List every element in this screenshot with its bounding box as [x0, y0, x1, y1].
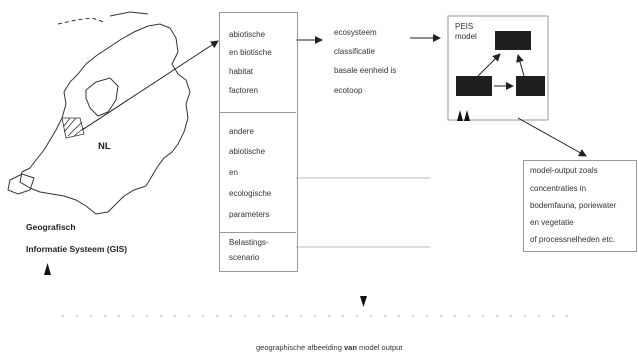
inputs-divider-1: [219, 112, 296, 113]
model-node-left: [456, 76, 492, 96]
classification-line2: classificatie: [334, 47, 375, 56]
habitat-factors-line3: habitat: [229, 67, 254, 76]
model-arrow-right-up: [516, 54, 525, 77]
arrow-map-to-factors: [81, 40, 219, 131]
inputs-divider-2: [219, 232, 296, 233]
parameters-line4: ecologische: [229, 189, 272, 198]
parameters-line1: andere: [229, 127, 254, 136]
parameters-line2: abiotische: [229, 147, 266, 156]
output-line1: model-output zoals: [530, 166, 598, 175]
gis-label-line2: Informatie Systeem (GIS): [26, 244, 128, 254]
parameters-line5: parameters: [229, 210, 270, 219]
model-title-line1: PEIS: [455, 22, 474, 31]
caption-part1: geographische afbeelding: [256, 343, 342, 352]
caption-part3: model output: [359, 343, 403, 352]
output-line3: bodemfauna, poriewater: [530, 201, 617, 210]
output-line5: of processnelheden etc.: [530, 235, 615, 244]
gis-marker-icon: [44, 263, 51, 275]
parameters-line3: en: [229, 168, 238, 177]
model-node-top: [495, 31, 531, 50]
scenario-line2: scenario: [229, 253, 260, 262]
model-node-right: [516, 76, 545, 96]
model-input-marker-2: [464, 110, 470, 121]
classification-line1: ecosysteem: [334, 28, 377, 37]
netherlands-map: [7, 11, 191, 215]
habitat-factors-line1: abiotische: [229, 30, 266, 39]
habitat-factors-line4: factoren: [229, 86, 258, 95]
output-down-marker-icon: [360, 296, 367, 307]
caption-part2: van: [344, 343, 357, 352]
inputs-column-box: [219, 12, 298, 272]
arrow-model-to-output: [517, 117, 587, 157]
output-line2: concentraties in: [530, 184, 587, 193]
gis-hatch-area: [61, 117, 85, 139]
caption: geographische afbeelding van model outpu…: [256, 343, 402, 353]
model-arrow-left-up: [477, 53, 501, 77]
habitat-factors-line2: en biotische: [229, 48, 272, 57]
peis-model-box: [447, 15, 549, 121]
gis-label-line1: Geografisch: [26, 222, 76, 232]
model-title-line2: model: [455, 32, 477, 41]
output-line4: en vegetatie: [530, 218, 574, 227]
map-label-nl: NL: [98, 141, 111, 152]
classification-line3: basale eenheid is: [334, 66, 397, 75]
scenario-line1: Belastings-: [229, 238, 269, 247]
model-output-box: [523, 160, 637, 252]
classification-line4: ecotoop: [334, 86, 363, 95]
model-input-marker-1: [457, 110, 463, 121]
